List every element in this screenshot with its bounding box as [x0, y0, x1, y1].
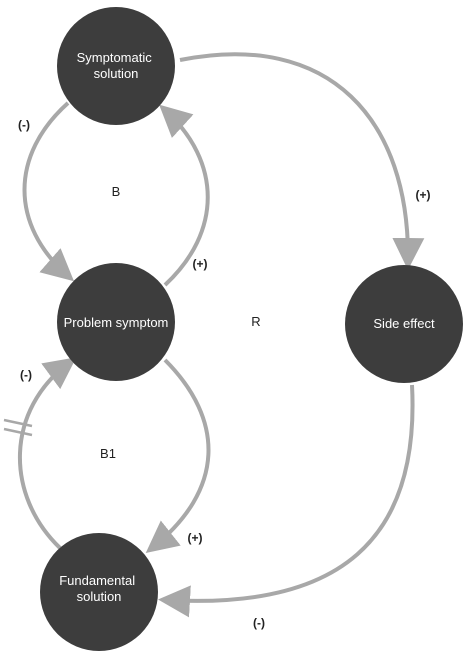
delay-mark: [3, 427, 33, 437]
node-problem-symptom: Problem symptom: [57, 263, 175, 381]
svg-text:Symptomatic solution: Symptomatic solution: [77, 50, 156, 81]
polarity-fundamental-to-problem: (-): [20, 368, 32, 382]
svg-text:Problem symptom: Problem symptom: [64, 315, 169, 330]
loop-label-b1: B1: [100, 446, 116, 461]
arrow-problem-to-symptomatic: [159, 104, 210, 287]
polarity-problem-to-symptomatic: (+): [193, 257, 208, 271]
svg-text:Side effect: Side effect: [373, 316, 435, 331]
polarity-side-effect-to-fundamental: (-): [253, 616, 265, 630]
arrow-side-effect-to-fundamental: [158, 384, 415, 618]
loop-label-b: B: [112, 184, 121, 199]
delay-mark: [3, 418, 33, 428]
node-side-effect: Side effect: [345, 265, 463, 383]
arrow-fundamental-to-problem: [18, 357, 77, 550]
polarity-symptomatic-to-problem: (-): [18, 118, 30, 132]
polarity-symptomatic-to-side-effect: (+): [416, 188, 431, 202]
arrow-symptomatic-to-problem: [22, 101, 75, 282]
svg-text:Fundamental solution: Fundamental solution: [59, 573, 139, 604]
arrow-problem-to-fundamental: [145, 358, 211, 553]
loop-label-r: R: [251, 314, 260, 329]
polarity-problem-to-fundamental: (+): [188, 531, 203, 545]
node-fundamental-solution: Fundamental solution: [40, 533, 158, 651]
node-symptomatic-solution: Symptomatic solution: [57, 7, 175, 125]
arrow-symptomatic-to-side-effect: [179, 52, 425, 270]
